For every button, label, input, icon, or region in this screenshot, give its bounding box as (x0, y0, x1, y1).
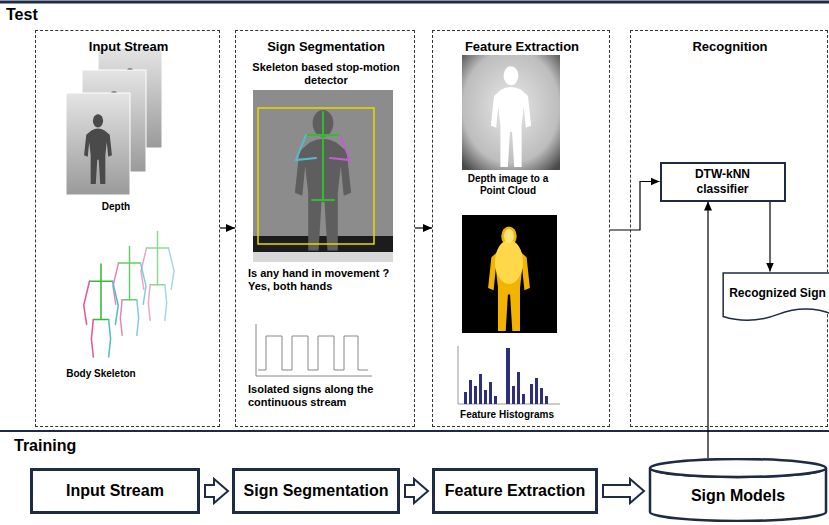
segmentation-plot (256, 324, 372, 376)
depth-image (462, 55, 560, 170)
feature-histogram-part (464, 348, 548, 404)
segmentation-image (253, 90, 393, 262)
block-arrow (603, 479, 644, 503)
depth-frames (66, 48, 162, 195)
flow-arrow (769, 202, 770, 272)
feature-histogram-part-part (489, 382, 492, 404)
feature-histogram-part-part (479, 374, 482, 404)
frame-lines-part (0, 430, 829, 432)
text-group: Feature Extraction (445, 481, 585, 500)
segmentation-plot-part (256, 324, 372, 376)
node-caption: Skeleton based stop-motion detector (244, 61, 408, 87)
section-label: Test (6, 6, 38, 24)
depth-frames-part (66, 93, 130, 195)
feature-histogram-part-part (540, 388, 543, 404)
point-cloud-part (488, 226, 530, 331)
feature-histogram-part-part (517, 372, 520, 404)
feature-histogram-part-part (474, 386, 477, 404)
flow-arrow (415, 227, 432, 228)
depth-image-part (491, 66, 531, 167)
segmentation-image-part (253, 252, 393, 262)
segmentation-image-part-part (306, 134, 340, 136)
node-title: Sign Segmentation (244, 481, 389, 500)
point-cloud-part (504, 229, 514, 243)
segmentation-plot-part (258, 336, 368, 370)
feature-histogram-part-part (522, 394, 525, 404)
node-title: Input Stream (36, 39, 221, 55)
segmentation-image-part (253, 236, 393, 262)
feature-histogram-part-part (530, 384, 533, 404)
frame-lines-part (0, 1, 829, 4)
node-caption: Isolated signs along the continuous stre… (248, 383, 398, 409)
feature-histogram-part-part (512, 386, 515, 404)
block-arrow (405, 479, 428, 503)
document-outline-part (723, 273, 829, 320)
section-label: Training (14, 437, 76, 455)
feature-histogram-part-part (545, 396, 548, 404)
node-caption: Is any hand in movement ? Yes, both hand… (248, 267, 414, 293)
node-title: Feature Extraction (445, 481, 585, 500)
segmentation-image-part-part (296, 135, 316, 160)
point-cloud-part (495, 240, 523, 284)
flow-arrow (610, 182, 660, 231)
stage-panel: Input StreamDepthBody Skeleton (35, 30, 220, 427)
stage-panel: RecognitionDTW-kNN classifierRecognized … (630, 30, 828, 427)
depth-image-part (462, 55, 560, 170)
document-shape: Recognized Sign (722, 272, 829, 325)
segmentation-image-part (258, 108, 374, 244)
body-skeletons-part (141, 232, 174, 321)
feature-histogram-part-part (469, 380, 472, 404)
text-group: DTW-kNN classifier (668, 167, 778, 196)
database-cylinder: Sign Models (648, 458, 828, 522)
frame-lines (0, 2, 829, 431)
feature-histogram-part-part (464, 392, 467, 404)
node-caption: Body Skeleton (66, 368, 136, 380)
text-group: Sign Models (691, 486, 785, 505)
segmentation-image-part (295, 110, 351, 251)
body-skeletons-part (113, 247, 146, 336)
node-title: Input Stream (66, 481, 164, 500)
depth-frames-part (84, 114, 112, 184)
feature-histogram-part-part (484, 390, 487, 404)
classifier-box: DTW-kNN classifier (660, 162, 786, 202)
process-box: Sign Segmentation (232, 468, 400, 514)
body-skeletons (84, 232, 174, 358)
feature-histogram (458, 346, 560, 404)
segmentation-image-part (296, 112, 350, 200)
feature-histogram-part-part (535, 378, 538, 404)
flow-arrow (707, 202, 708, 459)
segmentation-image-part-part (322, 112, 324, 200)
text-group: Recognized Sign (729, 286, 826, 300)
point-cloud (462, 215, 557, 333)
node-title: Sign Models (691, 486, 785, 505)
process-box: Input Stream (30, 468, 200, 514)
node-title: Recognition (631, 39, 829, 55)
feature-histogram-part-part (506, 348, 510, 404)
node-caption: Depth image to a Point Cloud (463, 173, 553, 197)
node-caption: Feature Histograms (447, 409, 567, 421)
feature-histogram-part-part (494, 396, 497, 404)
text-group: Sign Segmentation (244, 481, 389, 500)
block-arrow (205, 479, 228, 503)
text-group: Input Stream (66, 481, 164, 500)
process-box: Feature Extraction (432, 468, 598, 514)
flow-arrow (220, 227, 235, 228)
point-cloud-part (462, 215, 557, 333)
node-title: Recognized Sign (729, 286, 826, 300)
stage-panel: Sign SegmentationSkeleton based stop-mot… (235, 30, 415, 427)
stage-panel: Feature ExtractionDepth image to a Point… (432, 30, 610, 427)
segmentation-image-part-part (330, 135, 350, 160)
feature-histogram-part (458, 346, 560, 404)
cylinder-outline-part (650, 459, 826, 477)
node-caption: Depth (51, 201, 181, 213)
segmentation-image-part-part (312, 199, 334, 201)
node-title: DTW-kNN classifier (668, 167, 778, 196)
segmentation-image-part (253, 90, 393, 262)
body-skeletons-part (84, 264, 119, 357)
node-title: Sign Segmentation (236, 39, 416, 55)
node-title: Feature Extraction (433, 39, 611, 55)
